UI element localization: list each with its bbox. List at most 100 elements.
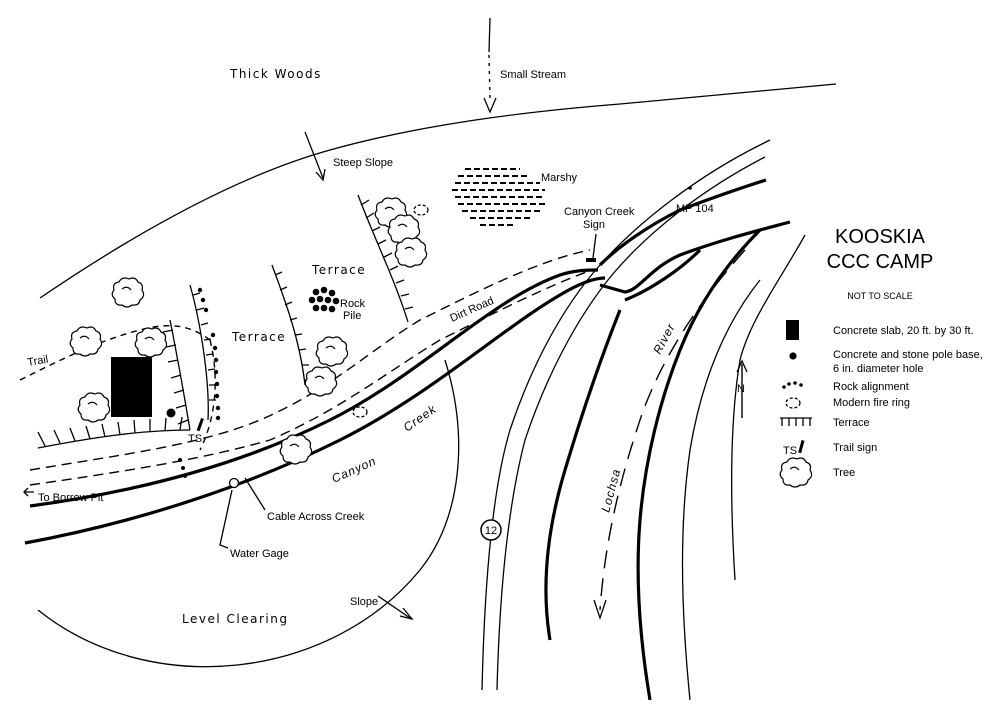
woods-boundary [39, 83, 837, 299]
highway-12-edge-right [496, 156, 766, 691]
pole-base [166, 408, 176, 418]
small-stream-line-dash [488, 54, 491, 99]
terrace-middle [189, 284, 216, 421]
trail-path [19, 325, 211, 381]
scale-note: NOT TO SCALE [847, 291, 913, 301]
label-ts: TS [188, 433, 202, 445]
legend-symbol-trail-sign-text: TS [783, 445, 797, 457]
highway-12-upper [759, 139, 771, 146]
label-steep-slope: Steep Slope [333, 157, 393, 169]
fire-ring [413, 204, 429, 216]
tree [394, 237, 428, 268]
terrace-left [37, 319, 191, 449]
canyon-creek-sign [586, 258, 596, 262]
creek-mouth-upper [598, 178, 767, 267]
lochsa-centerline [599, 249, 746, 611]
tree [69, 326, 103, 357]
dirt-road-lower [29, 269, 593, 486]
map-title-line1: KOOSKIA [835, 226, 926, 248]
north-label: N [737, 383, 745, 395]
label-thick-woods: Thick Woods [229, 67, 322, 81]
tree [77, 392, 111, 423]
label-creek: Creek [401, 402, 439, 435]
fire-ring [352, 406, 368, 418]
legend-label: Concrete and stone pole base, [833, 349, 983, 361]
label-cable-across-creek: Cable Across Creek [267, 511, 365, 523]
east-contour-2 [731, 234, 806, 581]
label-canyon-creek-sign-1: Canyon Creek [564, 206, 635, 218]
tree [315, 336, 349, 367]
mp-marker [688, 186, 692, 190]
legend-label: Tree [833, 467, 855, 479]
canyon-creek-south-bank [24, 276, 606, 545]
clearing-boundary [37, 569, 421, 668]
highway-12-edge-left [481, 144, 761, 691]
label-trail: Trail [26, 353, 49, 368]
water-gage-marker [228, 477, 240, 489]
legend-symbol-tree [779, 457, 813, 488]
water-gage-leader [219, 489, 233, 549]
label-terrace-upper: Terrace [311, 263, 366, 277]
marsh-area [452, 168, 545, 226]
lochsa-east-bank [636, 228, 762, 701]
label-to-borrow-pit: To Borrow Pit [38, 492, 103, 504]
legend-symbol-concrete-slab [786, 320, 799, 340]
label-canyon: Canyon [330, 454, 379, 486]
label-terrace-lower: Terrace [231, 330, 286, 344]
label-dirt-road: Dirt Road [448, 295, 495, 325]
rock-pile [308, 286, 340, 313]
tree [111, 277, 145, 308]
label-river: River [650, 321, 678, 357]
east-contour [681, 279, 761, 701]
route-12-shield [480, 519, 502, 541]
label-canyon-creek-sign-2: Sign [583, 219, 605, 231]
lochsa-west-bank [544, 309, 622, 641]
label-slope: Slope [350, 596, 378, 608]
map-title-line2: CCC CAMP [827, 251, 934, 273]
legend-symbol-fire-ring [785, 397, 801, 409]
legend-label: Modern fire ring [833, 397, 910, 409]
label-marshy: Marshy [541, 172, 578, 184]
legend-label: 6 in. diameter hole [833, 363, 924, 375]
small-stream-arrow [483, 97, 497, 114]
legend-label: Concrete slab, 20 ft. by 30 ft. [833, 325, 974, 337]
canyon-creek-sign-leader [592, 233, 597, 259]
label-rock-pile-2: Pile [343, 310, 361, 322]
legend-symbol-terrace [780, 417, 812, 426]
trail-sign-post [196, 418, 204, 432]
lochsa-west-bank-2 [624, 248, 702, 302]
label-small-stream: Small Stream [500, 69, 566, 81]
tree [304, 366, 338, 397]
label-water-gage: Water Gage [230, 548, 289, 560]
label-mp: MP 104 [676, 203, 714, 215]
legend-label: Terrace [833, 417, 870, 429]
terrace-upper [271, 264, 311, 386]
label-level-clearing: Level Clearing [182, 612, 288, 626]
legend-symbol-rock-alignment [782, 381, 803, 389]
canyon-creek-north-bank [29, 268, 599, 508]
tree [279, 434, 313, 465]
small-stream-line [488, 17, 491, 53]
cable-leader [244, 477, 266, 511]
steep-slope-arrow [304, 131, 324, 179]
dirt-road-upper [29, 249, 591, 471]
legend: Concrete slab, 20 ft. by 30 ft. Concrete… [779, 320, 983, 488]
label-rock-pile-1: Rock [340, 298, 366, 310]
legend-label: Rock alignment [833, 381, 909, 393]
route-12-label: 12 [485, 525, 497, 537]
lochsa-flow-arrow [593, 599, 607, 621]
concrete-slab [111, 357, 152, 417]
slope-arrow [377, 595, 411, 619]
trail-path-2 [199, 339, 216, 451]
legend-label: Trail sign [833, 442, 877, 454]
rock-alignment-dots [178, 287, 221, 478]
legend-symbol-trail-sign [798, 439, 805, 454]
creek-mouth-lower [599, 220, 791, 294]
clearing-boundary-2 [419, 359, 460, 571]
legend-symbol-pole-base [789, 352, 797, 360]
terrace-east [357, 194, 414, 323]
label-lochsa: Lochsa [598, 467, 623, 514]
borrow-pit-arrow [23, 487, 34, 497]
tree [134, 327, 168, 358]
